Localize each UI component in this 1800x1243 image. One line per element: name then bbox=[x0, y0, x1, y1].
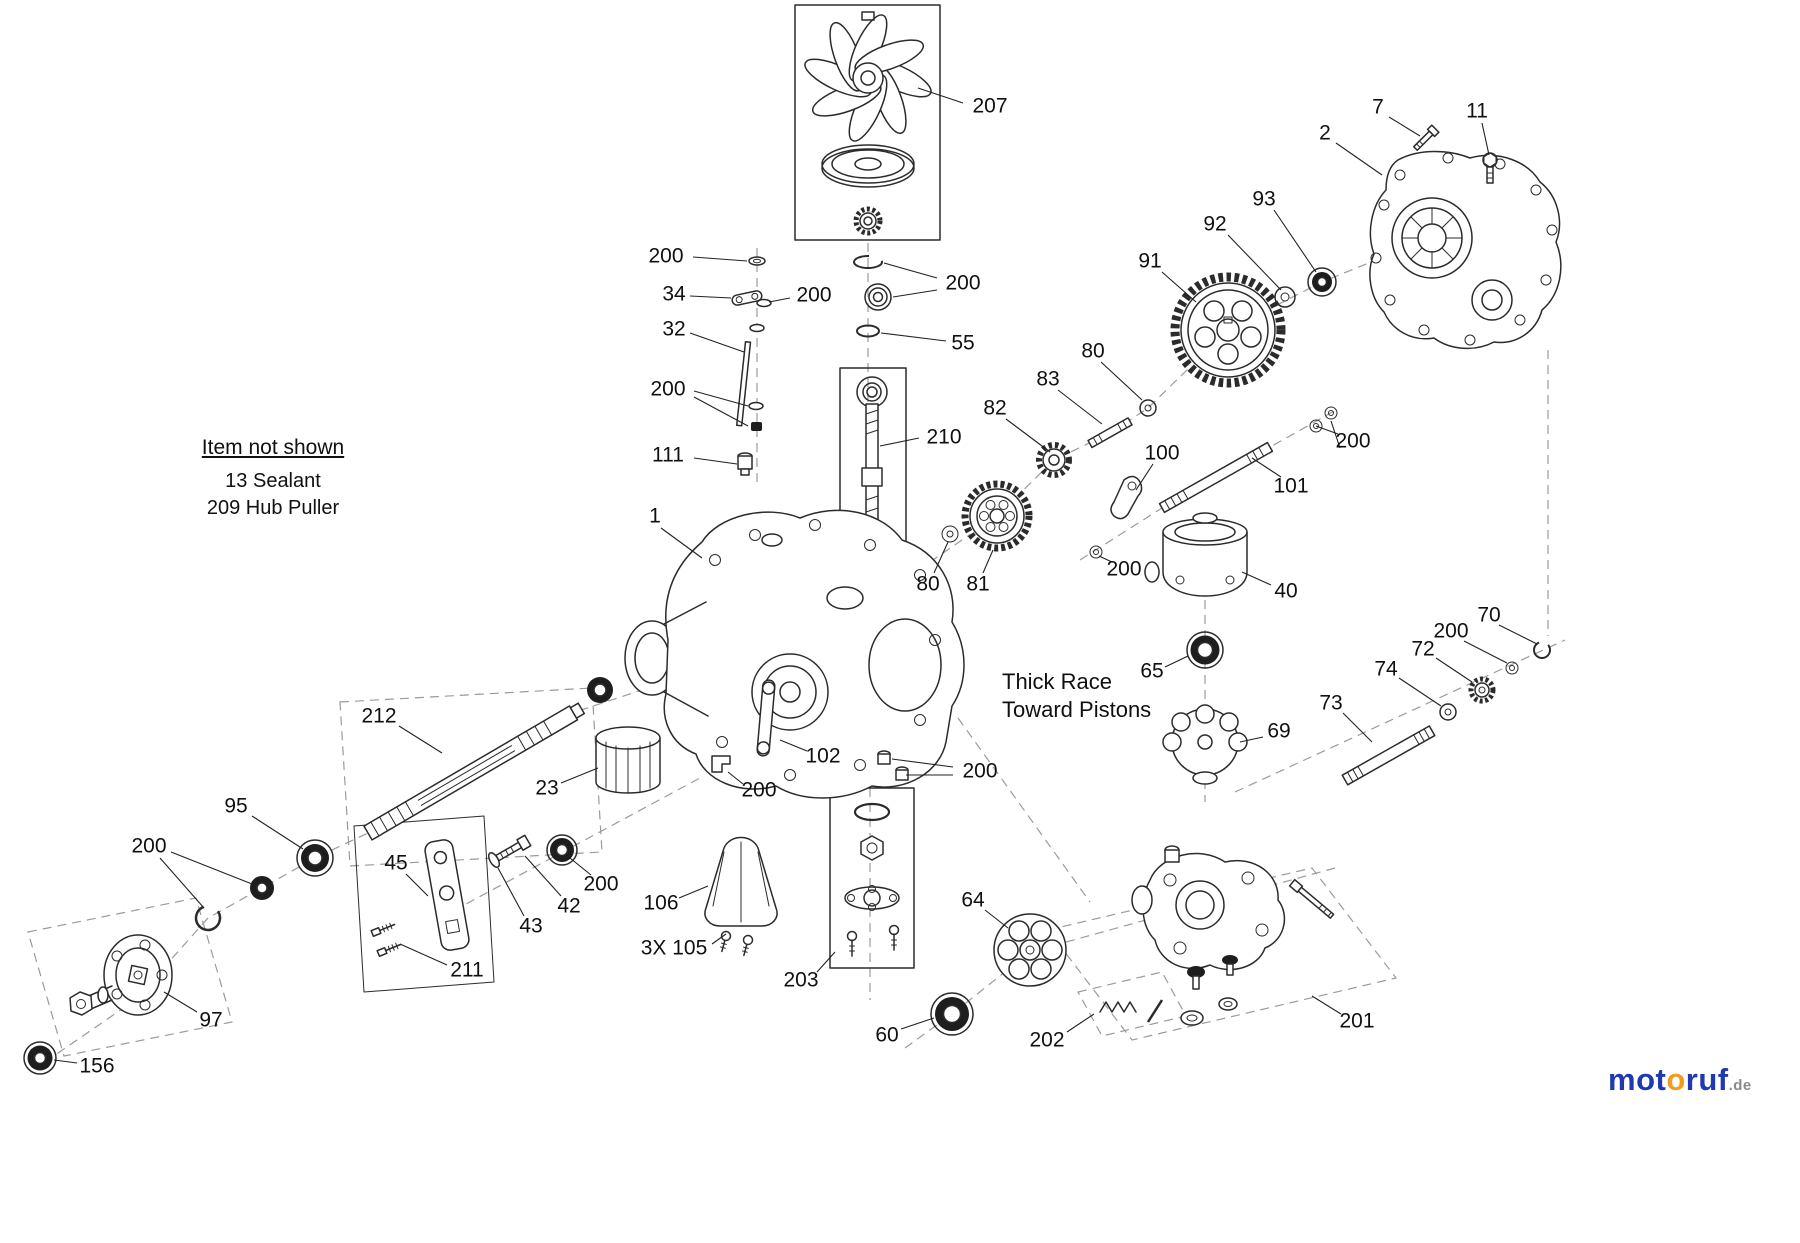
logo-part: ruf bbox=[1685, 1062, 1729, 1097]
rotor-64 bbox=[930, 913, 1067, 1036]
motoruf-logo: motoruf.de bbox=[1608, 1062, 1752, 1098]
gear-91-group bbox=[1170, 267, 1337, 388]
kit-203 bbox=[844, 802, 900, 957]
kit-203-box bbox=[829, 787, 915, 969]
gear-train bbox=[941, 399, 1338, 559]
annotation-line-2: Toward Pistons bbox=[1002, 697, 1152, 722]
valve-parts bbox=[1180, 955, 1238, 1026]
note-title: Item not shown bbox=[201, 436, 345, 459]
kit-202 bbox=[1099, 999, 1164, 1023]
note-line-hub-puller: 209 Hub Puller bbox=[206, 497, 340, 519]
center-section-40 bbox=[1144, 512, 1248, 785]
filter-23 bbox=[587, 677, 661, 794]
hub-97 bbox=[23, 934, 173, 1075]
pump-201 bbox=[1099, 845, 1335, 1026]
thick-race-annotation: Thick Race Toward Pistons bbox=[1002, 668, 1151, 724]
fan-assembly-box bbox=[794, 4, 941, 241]
bolt-42-group bbox=[487, 834, 578, 868]
kit-211-box bbox=[353, 815, 495, 993]
note-box: Item not shown 13 Sealant 209 Hub Puller bbox=[178, 436, 368, 522]
cover-2 bbox=[1369, 124, 1562, 350]
annotation-line-1: Thick Race bbox=[1002, 669, 1113, 694]
retainer-stack bbox=[853, 255, 892, 338]
fan-207 bbox=[804, 11, 932, 236]
bearing-95-group bbox=[194, 839, 334, 932]
bracket-106 bbox=[704, 836, 778, 957]
housing-1 bbox=[624, 509, 965, 799]
brake-lever-parts bbox=[731, 256, 772, 476]
logo-part: .de bbox=[1728, 1077, 1752, 1094]
axle-shaft-212 bbox=[363, 702, 586, 841]
note-line-sealant: 13 Sealant bbox=[225, 470, 321, 492]
bracket-45 bbox=[370, 839, 470, 958]
pump-shaft-group bbox=[1341, 641, 1551, 786]
logo-part: o bbox=[1666, 1062, 1686, 1097]
lever-102 bbox=[711, 679, 776, 773]
logo-part: mot bbox=[1608, 1062, 1667, 1097]
